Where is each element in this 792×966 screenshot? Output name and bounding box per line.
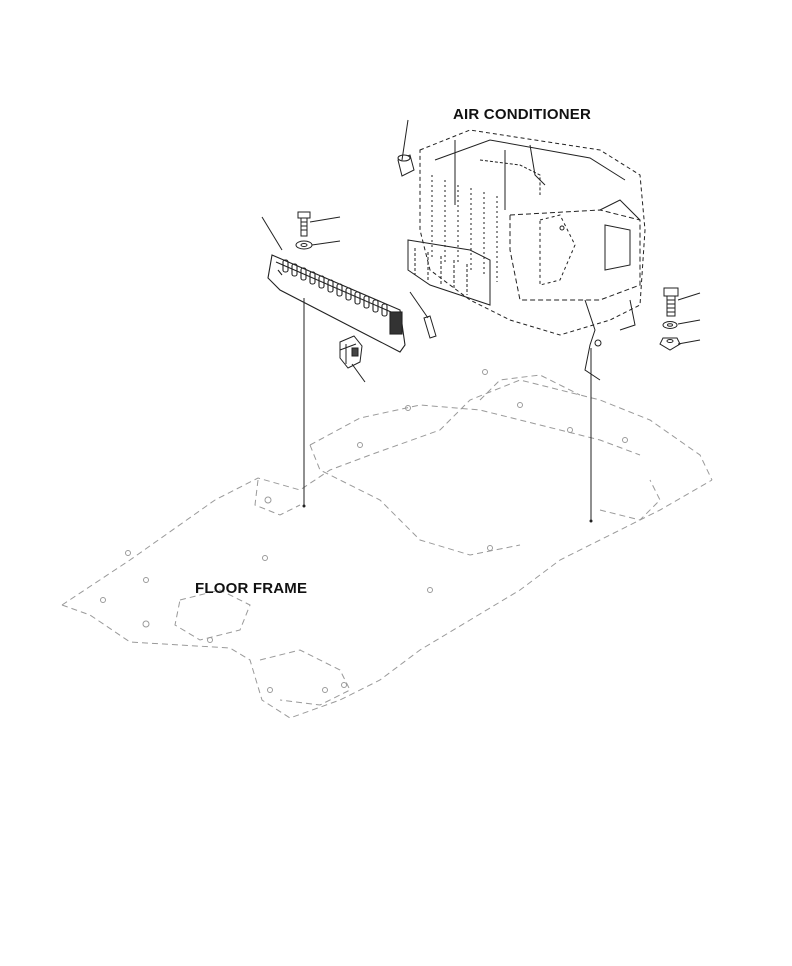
duct-panel-slots xyxy=(282,259,388,317)
mounting-axis-ends xyxy=(302,504,593,523)
spacer-pin xyxy=(423,315,437,339)
washer-right xyxy=(662,321,678,329)
mounting-axis-lines xyxy=(303,298,592,520)
leader-lines xyxy=(261,119,701,383)
floor-frame-label: FLOOR FRAME xyxy=(195,580,308,597)
duct-panel xyxy=(267,254,406,353)
air-conditioner-label: AIR CONDITIONER xyxy=(453,106,591,123)
connector-clip xyxy=(339,335,363,369)
bolt-right xyxy=(663,287,679,317)
floor-frame-holes xyxy=(100,369,628,693)
floor-frame xyxy=(61,374,713,719)
bolt-left xyxy=(297,211,311,237)
nut-right xyxy=(659,337,681,351)
washer-left xyxy=(295,240,313,250)
air-conditioner-unit xyxy=(407,129,646,381)
hose-clamp xyxy=(397,154,415,177)
